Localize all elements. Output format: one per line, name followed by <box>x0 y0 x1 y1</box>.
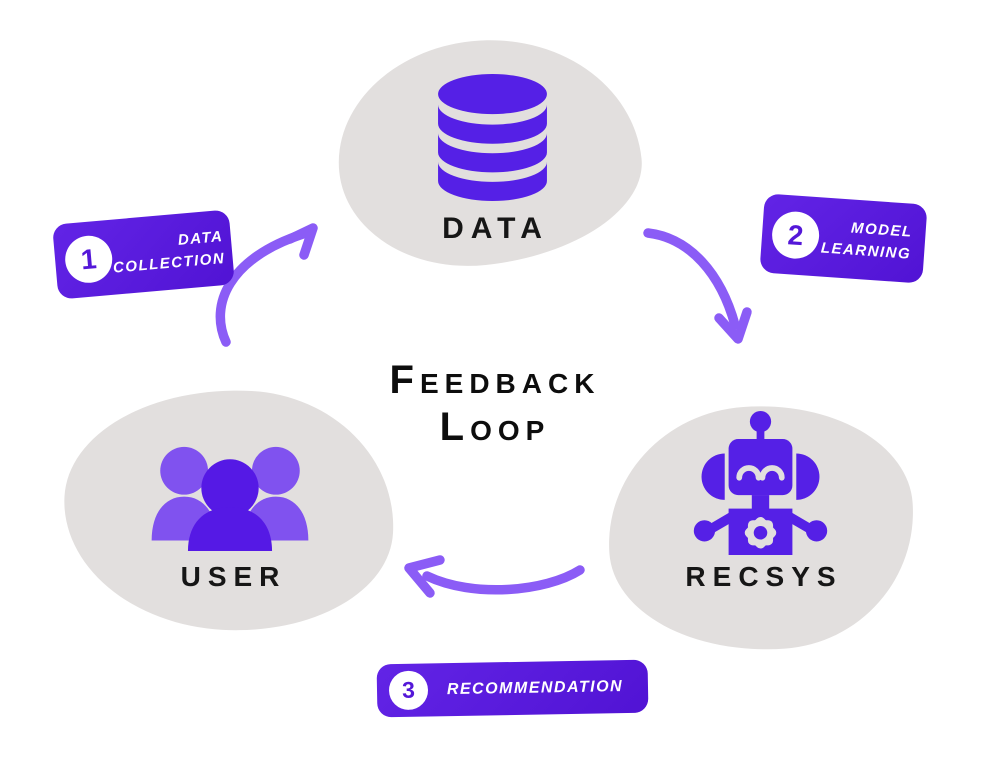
users-icon <box>151 446 309 552</box>
step-label-data-collection: DATA COLLECTION <box>110 224 241 278</box>
arrow-recsys-to-user <box>404 555 585 598</box>
user-node: USER <box>140 444 320 593</box>
step-label-line1: RECOMMENDATION <box>446 677 624 699</box>
step-badge-recommendation: 3 RECOMMENDATION <box>376 659 649 718</box>
diagram-title-line1: Feedback <box>389 358 601 402</box>
recsys-node: RECSYS <box>685 410 836 593</box>
step-label-model-learning: MODEL LEARNING <box>818 215 927 266</box>
database-icon <box>437 74 547 202</box>
data-node-label: DATA <box>442 212 549 245</box>
gear-icon <box>744 516 777 549</box>
step-number-2: 2 <box>770 210 821 261</box>
diagram-title-line2: Loop <box>439 405 551 449</box>
robot-icon <box>693 410 828 555</box>
step-badge-model-learning: 2 MODEL LEARNING <box>759 193 928 284</box>
step-number-1: 1 <box>63 233 115 285</box>
step-label-recommendation: RECOMMENDATION <box>428 675 648 702</box>
user-node-label: USER <box>180 561 287 592</box>
step-number-3: 3 <box>388 670 429 711</box>
diagram-title: Feedback Loop <box>355 360 635 447</box>
arrow-user-to-data <box>215 223 318 347</box>
data-node: DATA <box>382 74 602 246</box>
arrow-data-to-recsys <box>643 228 752 344</box>
step-badge-data-collection: 1 DATA COLLECTION <box>52 209 235 300</box>
recsys-node-label: RECSYS <box>685 561 843 592</box>
